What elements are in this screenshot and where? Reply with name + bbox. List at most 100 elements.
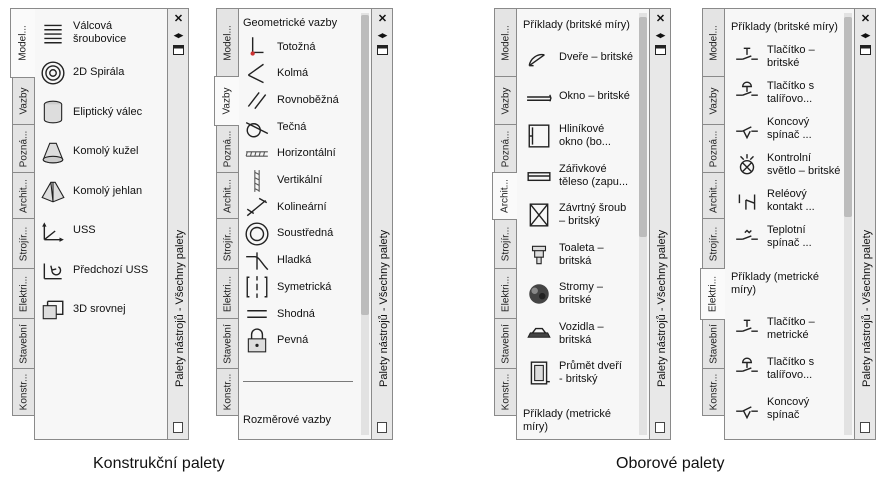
tool-ucs[interactable]: USS — [39, 217, 96, 245]
tool-concentric[interactable]: Soustředná — [243, 220, 333, 248]
tool-elliptic-cylinder[interactable]: Eliptický válec — [39, 98, 142, 126]
tool-label: Komolý jehlan — [73, 184, 143, 197]
tool-tangent[interactable]: Tečná — [243, 113, 306, 141]
tab-6[interactable]: Stavební — [702, 318, 724, 370]
tab-4[interactable]: Strojír... — [494, 218, 516, 270]
scrollbar-thumb[interactable] — [361, 15, 369, 315]
tab-2[interactable]: Pozná... — [702, 124, 724, 174]
tool-limit-switch[interactable]: Koncový spínač ... — [733, 115, 812, 143]
properties-icon[interactable] — [654, 45, 667, 57]
tab-4[interactable]: Strojír... — [702, 218, 724, 270]
close-icon[interactable]: ✕ — [173, 13, 184, 25]
autohide-icon[interactable]: ◂▸ — [655, 30, 666, 40]
tab-1[interactable]: Vazby — [494, 76, 516, 126]
tab-1[interactable]: Vazby — [702, 76, 724, 126]
tab-3[interactable]: Archit... — [492, 172, 517, 220]
tool-symmetric[interactable]: Symetrická — [243, 273, 331, 301]
tool-previous-ucs[interactable]: Předchozí USS — [39, 256, 148, 284]
tool-fix[interactable]: Pevná — [243, 327, 308, 355]
tool-fluorescent[interactable]: Zářivkové těleso (zapu... — [525, 162, 628, 190]
tool-spiral[interactable]: 2D Spirála — [39, 59, 124, 87]
autohide-icon[interactable]: ◂▸ — [377, 30, 388, 40]
tool-toilet[interactable]: Toaleta – britská — [525, 241, 604, 269]
tab-label: Elektri... — [707, 275, 719, 313]
tab-3[interactable]: Archit... — [216, 172, 238, 220]
tool-hex-bolt[interactable]: Závrtný šroub – britský — [525, 201, 626, 229]
tab-5[interactable]: Elektri... — [12, 268, 34, 320]
tool-door[interactable]: Dveře – britské — [525, 43, 633, 71]
tool-collinear[interactable]: Kolineární — [243, 193, 327, 221]
tool-parallel[interactable]: Rovnoběžná — [243, 86, 339, 114]
tab-5[interactable]: Elektri... — [216, 268, 238, 320]
tool-tree[interactable]: Stromy – britské — [525, 280, 603, 308]
tool-door-elevation[interactable]: Průmět dveří - britský — [525, 359, 622, 387]
tool-3d-align[interactable]: 3D srovnej — [39, 296, 126, 324]
close-icon[interactable]: ✕ — [655, 13, 666, 25]
tool-spring[interactable]: Válcová šroubovice — [39, 19, 126, 47]
tab-0[interactable]: Model... — [10, 8, 35, 78]
section-header: Příklady (britské míry) — [731, 21, 838, 33]
tab-0[interactable]: Model... — [216, 8, 238, 78]
properties-icon[interactable] — [376, 45, 389, 57]
scrollbar[interactable] — [639, 13, 647, 435]
autohide-icon[interactable]: ◂▸ — [860, 30, 871, 40]
tool-equal[interactable]: Shodná — [243, 300, 315, 328]
tab-0[interactable]: Model... — [702, 8, 724, 78]
tool-car[interactable]: Vozidla – britská — [525, 320, 604, 348]
tab-6[interactable]: Stavební — [12, 318, 34, 370]
tab-1[interactable]: Vazby — [214, 76, 239, 126]
tool-limit-switch[interactable]: Koncový spínač — [733, 395, 809, 423]
scrollbar-thumb[interactable] — [844, 17, 852, 217]
tab-label: Vazby — [221, 87, 233, 115]
properties-icon[interactable] — [859, 45, 872, 57]
tab-5[interactable]: Elektri... — [700, 268, 725, 320]
tool-label: Eliptický válec — [73, 105, 143, 118]
tool-aluminum-window[interactable]: Hliníkové okno (bo... — [525, 122, 611, 150]
tab-7[interactable]: Konstr... — [494, 368, 516, 416]
tab-6[interactable]: Stavební — [216, 318, 238, 370]
tool-cone[interactable]: Komolý kužel — [39, 138, 138, 166]
tab-7[interactable]: Konstr... — [12, 368, 34, 416]
tab-6[interactable]: Stavební — [494, 318, 516, 370]
autohide-icon[interactable]: ◂▸ — [173, 30, 184, 40]
tool-horizontal[interactable]: Horizontální — [243, 140, 336, 168]
tab-label: Strojír... — [222, 226, 233, 262]
tab-3[interactable]: Archit... — [702, 172, 724, 220]
tool-relay-contact[interactable]: Reléový kontakt ... — [733, 187, 815, 215]
tool-push-button[interactable]: Tlačítko – metrické — [733, 315, 815, 343]
tab-2[interactable]: Pozná... — [216, 124, 238, 174]
tab-4[interactable]: Strojír... — [12, 218, 34, 270]
tool-push-button[interactable]: Tlačítko – britské — [733, 43, 815, 71]
tool-coincident[interactable]: Totožná — [243, 33, 316, 61]
tab-7[interactable]: Konstr... — [216, 368, 238, 416]
tool-mushroom-button[interactable]: Tlačítko s talířovo... — [733, 355, 814, 383]
properties-icon[interactable] — [172, 45, 185, 57]
tab-label: Vazby — [708, 87, 719, 115]
tab-2[interactable]: Pozná... — [12, 124, 34, 174]
close-icon[interactable]: ✕ — [377, 13, 388, 25]
scrollbar[interactable] — [361, 13, 369, 435]
tool-label: Závrtný šroub – britský — [559, 202, 627, 227]
tab-1[interactable]: Vazby — [12, 76, 34, 126]
tool-label: Koncový spínač ... — [767, 116, 812, 141]
tab-4[interactable]: Strojír... — [216, 218, 238, 270]
tab-2[interactable]: Pozná... — [494, 124, 516, 174]
tool-mushroom-button[interactable]: Tlačítko s talířovo... — [733, 79, 814, 107]
tool-perpendicular[interactable]: Kolmá — [243, 60, 308, 88]
scrollbar-thumb[interactable] — [639, 17, 647, 237]
tab-3[interactable]: Archit... — [12, 172, 34, 220]
tab-7[interactable]: Konstr... — [702, 368, 724, 416]
tool-window[interactable]: Okno – britské — [525, 83, 630, 111]
tool-smooth[interactable]: Hladká — [243, 247, 311, 275]
tool-pyramid[interactable]: Komolý jehlan — [39, 177, 142, 205]
scrollbar[interactable] — [844, 13, 852, 435]
tool-vertical[interactable]: Vertikální — [243, 167, 322, 195]
tab-5[interactable]: Elektri... — [494, 268, 516, 320]
tab-label: Konstr... — [500, 373, 511, 411]
tab-0[interactable]: Model... — [494, 8, 516, 78]
tool-thermal-switch[interactable]: Teplotní spínač ... — [733, 223, 812, 251]
tool-pilot-light[interactable]: Kontrolní světlo – britské — [733, 151, 840, 179]
close-icon[interactable]: ✕ — [860, 13, 871, 25]
caption-left: Konstrukční palety — [93, 455, 225, 472]
